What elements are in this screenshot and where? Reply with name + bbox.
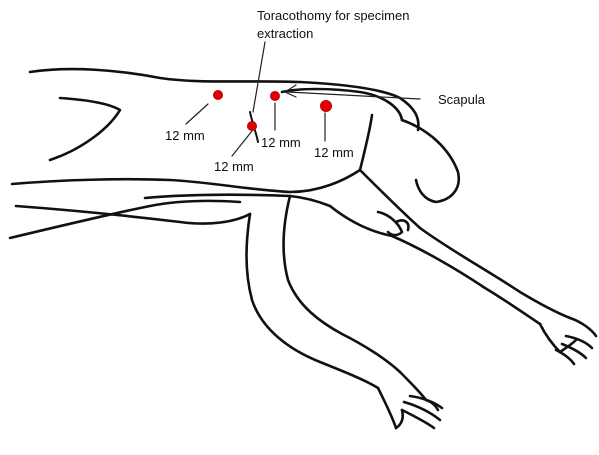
incision-label-line-1: Toracothomy for specimen <box>257 8 409 23</box>
scapula-outline <box>282 89 459 202</box>
port-1-leader <box>186 104 208 124</box>
scapula-leader-line <box>288 92 420 99</box>
port-1-label: 12 mm <box>165 128 205 143</box>
lower-hand-outline <box>378 372 442 428</box>
scapula-label: Scapula <box>438 92 486 107</box>
lower-arm-outline <box>247 196 401 388</box>
port-3-marker <box>271 92 280 101</box>
port-4-marker <box>321 101 332 112</box>
upper-hand-outline <box>540 318 596 364</box>
incision-leader-line <box>253 42 265 112</box>
port-1-marker <box>214 91 223 100</box>
upper-arm-outline <box>330 170 570 324</box>
port-2-leader <box>232 131 252 156</box>
port-2-label: 12 mm <box>214 159 254 174</box>
incision-label-line-2: extraction <box>257 26 313 41</box>
port-4-label: 12 mm <box>314 145 354 160</box>
port-2-marker <box>248 122 257 131</box>
port-3-label: 12 mm <box>261 135 301 150</box>
